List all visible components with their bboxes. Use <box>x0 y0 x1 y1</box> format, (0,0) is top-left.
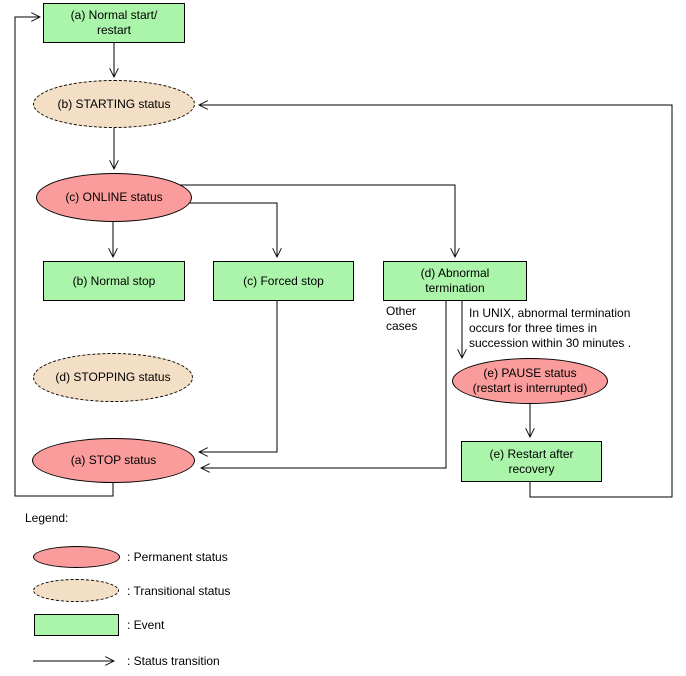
node-forced-stop-label: (c) Forced stop <box>243 273 324 288</box>
node-normal-stop: (b) Normal stop <box>43 261 185 301</box>
legend-transition-label: : Status transition <box>127 654 220 668</box>
legend-event-label: : Event <box>127 618 165 632</box>
node-abnormal-termination-label: (d) Abnormal termination <box>420 266 490 295</box>
node-abnormal-termination: (d) Abnormal termination <box>383 261 527 301</box>
legend-title: Legend: <box>25 511 69 525</box>
legend-event-symbol <box>34 614 119 636</box>
edge-abnormal-other-cases-to-stop <box>201 301 447 468</box>
node-normal-start: (a) Normal start/ restart <box>43 3 185 43</box>
node-starting-status: (b) STARTING status <box>33 80 195 128</box>
node-stopping-status: (d) STOPPING status <box>33 353 193 402</box>
legend-transitional-symbol <box>33 579 119 602</box>
legend-permanent-symbol <box>33 546 120 568</box>
node-normal-stop-label: (b) Normal stop <box>72 273 156 288</box>
node-pause-status: (e) PAUSE status (restart is interrupted… <box>452 358 608 404</box>
node-restart-after-recovery: (e) Restart after recovery <box>461 441 602 482</box>
edge-stop-to-normal-start <box>14 17 114 497</box>
node-stop-status: (a) STOP status <box>32 438 195 483</box>
node-forced-stop: (c) Forced stop <box>213 261 354 301</box>
legend-permanent-label: : Permanent status <box>127 550 228 564</box>
node-normal-start-label: (a) Normal start/ restart <box>70 8 158 37</box>
node-stopping-status-label: (d) STOPPING status <box>55 370 171 384</box>
node-online-status-label: (c) ONLINE status <box>65 190 163 204</box>
legend-transitional-label: : Transitional status <box>127 584 231 598</box>
node-online-status: (c) ONLINE status <box>36 173 192 222</box>
edge-online-to-forced-stop <box>160 202 277 257</box>
edge-restart-recovery-to-starting <box>199 105 673 498</box>
annotation-other-cases: Other cases <box>386 304 418 333</box>
annotation-unix-note: In UNIX, abnormal termination occurs for… <box>469 306 632 350</box>
node-stop-status-label: (a) STOP status <box>70 453 157 467</box>
node-starting-status-label: (b) STARTING status <box>57 96 171 111</box>
edge-forced-stop-to-stop <box>199 301 278 452</box>
node-restart-after-recovery-label: (e) Restart after recovery <box>489 446 574 476</box>
node-pause-status-label: (e) PAUSE status (restart is interrupted… <box>472 366 588 395</box>
edge-online-to-abnormal-termination <box>160 184 455 257</box>
